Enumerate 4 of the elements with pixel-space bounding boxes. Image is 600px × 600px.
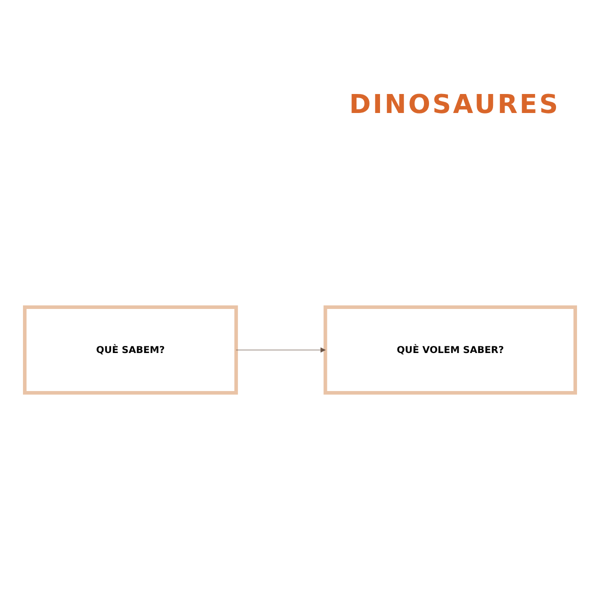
title: DINOSAURES <box>349 90 560 120</box>
arrow <box>236 347 326 353</box>
node-box: QUÈ VOLEM SABER? <box>324 305 578 395</box>
node-box: QUÈ SABEM? <box>22 305 238 395</box>
